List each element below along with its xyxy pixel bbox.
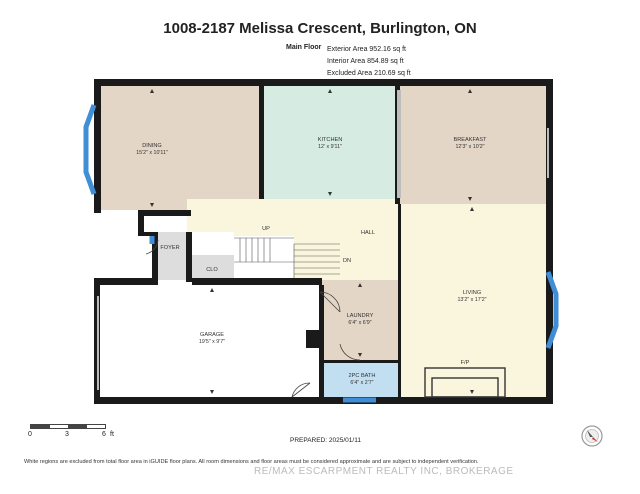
scale-bar: 0 3 6 ft: [28, 424, 120, 448]
garage-room: [100, 285, 322, 397]
light-windows: [97, 128, 549, 390]
kitchen-label: KITCHEN: [318, 137, 343, 143]
garage-dim: 19'5" x 9'7": [199, 339, 225, 345]
hall-label: HALL: [361, 230, 375, 236]
excluded-area: Excluded Area 210.69 sq ft: [327, 70, 411, 77]
compass-icon: [581, 425, 603, 447]
breakfast-dim: 12'3" x 10'2": [455, 144, 484, 150]
dimension-arrows: [150, 89, 474, 394]
exterior-area: Exterior Area 952.16 sq ft: [327, 46, 406, 53]
watermark: RE/MAX ESCARPMENT REALTY INC, BROKERAGE: [254, 466, 514, 477]
scale-six: 6: [102, 431, 106, 438]
bath-dim: 6'4" x 2'7": [350, 380, 373, 386]
scale-unit: ft: [110, 431, 114, 438]
bath-label: 2PC BATH: [349, 373, 376, 379]
laundry-room: [322, 280, 398, 360]
clo-label: CLO: [206, 267, 218, 273]
windows: [83, 104, 559, 403]
dining-dim: 15'2" x 10'11": [136, 150, 168, 156]
page-title: 1008-2187 Melissa Crescent, Burlington, …: [163, 20, 477, 37]
dn-label: DN: [343, 258, 351, 264]
laundry-label: LAUNDRY: [347, 313, 374, 319]
bath-room: [322, 360, 398, 398]
stairs: [234, 237, 340, 280]
foyer-label: FOYER: [160, 245, 179, 251]
fp-label: F/P: [461, 360, 470, 366]
living-label: LIVING: [463, 290, 481, 296]
breakfast-room: [398, 86, 546, 204]
dining-label: DINING: [142, 143, 162, 149]
living-dim: 13'2" x 17'2": [457, 297, 486, 303]
scale-zero: 0: [28, 431, 32, 438]
laundry-dim: 6'4" x 6'9": [348, 320, 371, 326]
area-stats: Exterior Area 952.16 sq ft Interior Area…: [327, 44, 411, 80]
up-label: UP: [262, 226, 270, 232]
closet-room: [192, 255, 234, 280]
garage-label: GARAGE: [200, 332, 224, 338]
disclaimer: White regions are excluded from total fl…: [24, 459, 479, 465]
dining-room: [100, 86, 262, 210]
scale-bar-graphic: [30, 424, 106, 429]
doors: [145, 239, 361, 398]
living-room: [398, 204, 546, 398]
prepared-date: PREPARED: 2025/01/11: [290, 437, 361, 444]
kitchen-room: [262, 86, 398, 199]
scale-three: 3: [65, 431, 69, 438]
floor-label: Main Floor: [286, 44, 322, 51]
grey-walls: [397, 90, 401, 198]
fireplace: [424, 367, 506, 398]
kitchen-dim: 12' x 9'11": [318, 144, 342, 150]
breakfast-label: BREAKFAST: [454, 137, 488, 143]
foyer-room: [158, 232, 187, 280]
interior-area: Interior Area 854.89 sq ft: [327, 58, 404, 65]
